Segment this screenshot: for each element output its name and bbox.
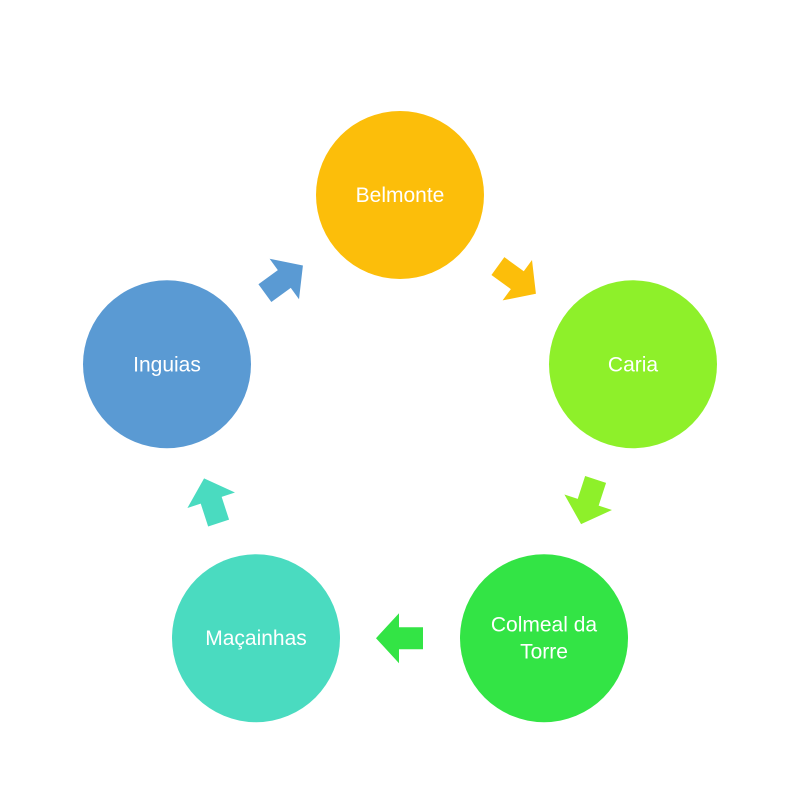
node-circle xyxy=(460,554,628,723)
node-belmonte: Belmonte xyxy=(316,111,484,279)
node-label-line: Caria xyxy=(608,353,659,376)
arrow-shape xyxy=(491,257,536,301)
node-circle xyxy=(83,280,251,449)
arrow-inguias-to-belmonte xyxy=(258,258,303,303)
node-colmeal-da-torre: Colmeal da Torre xyxy=(460,554,628,723)
arrows-layer xyxy=(187,257,612,664)
node-label-line: Inguias xyxy=(133,353,201,376)
arrow-shape xyxy=(187,478,235,527)
node-label-line: Torre xyxy=(520,640,568,663)
node-circle xyxy=(172,554,340,723)
node-label-line: Maçainhas xyxy=(205,627,307,650)
node-label: Maçainhas xyxy=(205,627,307,650)
node-label-line: Belmonte xyxy=(356,184,445,207)
arrow-colmeal-da-torre-to-macainhas xyxy=(376,613,423,664)
node-label: Belmonte xyxy=(356,184,445,207)
node-label: Caria xyxy=(608,353,659,376)
arrow-shape xyxy=(376,613,423,664)
arrow-belmonte-to-caria xyxy=(491,257,536,301)
arrow-shape xyxy=(258,258,303,303)
node-macainhas: Maçainhas xyxy=(172,554,340,723)
arrow-caria-to-colmeal-da-torre xyxy=(564,476,612,525)
node-label: Colmeal da Torre xyxy=(491,613,598,663)
node-label: Inguias xyxy=(133,353,201,376)
node-circle xyxy=(549,280,717,449)
arrow-macainhas-to-inguias xyxy=(187,478,235,527)
node-caria: Caria xyxy=(549,280,717,449)
arrow-shape xyxy=(564,476,612,525)
node-label-line: Colmeal da xyxy=(491,613,598,636)
node-inguias: Inguias xyxy=(83,280,251,449)
node-circle xyxy=(316,111,484,279)
